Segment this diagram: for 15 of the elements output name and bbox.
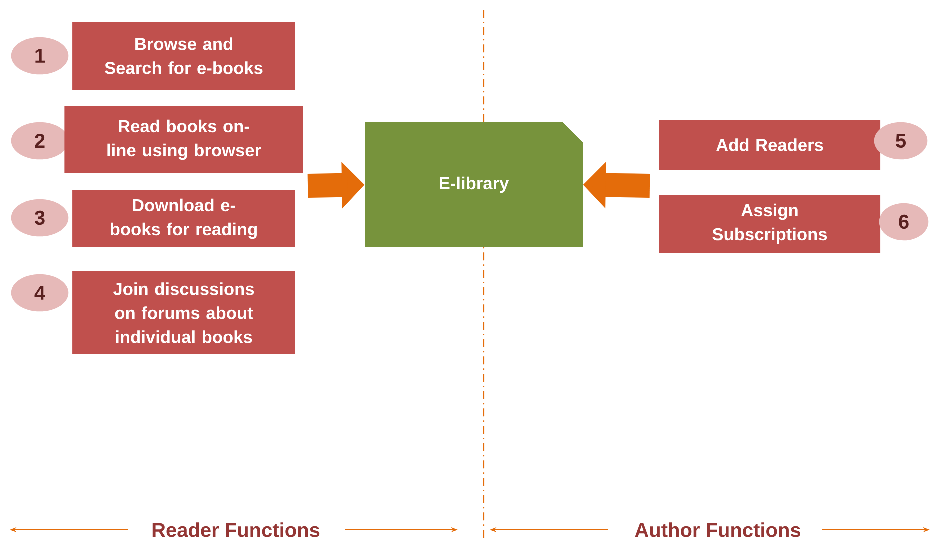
section-label: Reader Functions: [152, 522, 320, 538]
number-oval: 3: [11, 199, 69, 237]
function-box: Download e-books for reading: [72, 190, 296, 248]
function-box: Assign Subscriptions: [659, 195, 881, 253]
number-oval: 6: [879, 203, 929, 241]
function-box: Browse and Search for e-books: [72, 22, 296, 90]
section-label: Author Functions: [635, 522, 800, 538]
number-oval: 1: [11, 37, 69, 75]
function-box: Read books on-line using browser: [64, 106, 304, 174]
number-oval: 2: [11, 122, 69, 160]
number-oval: 5: [874, 122, 928, 160]
function-box: Add Readers: [659, 120, 881, 170]
number-oval: 4: [11, 274, 69, 312]
function-box: Join discussions on forums about individual books: [72, 272, 296, 354]
library-box: E-library: [365, 122, 583, 248]
